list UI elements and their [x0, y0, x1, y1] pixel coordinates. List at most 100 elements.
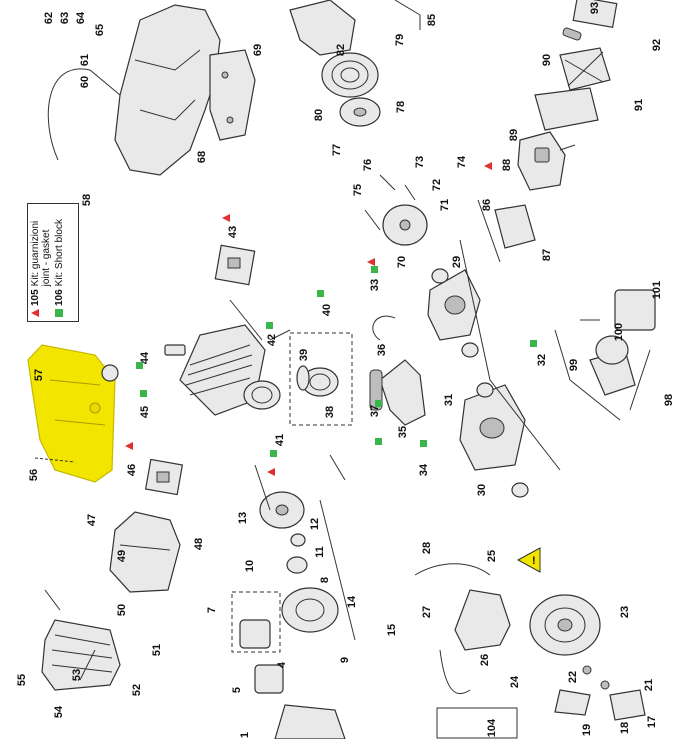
- part-number-38: 38: [324, 406, 336, 418]
- muffler-part: [109, 511, 181, 593]
- part-number-29: 29: [451, 256, 463, 268]
- part-number-45: 45: [139, 406, 151, 418]
- muffler-shield-part: [41, 619, 121, 691]
- part-number-63: 63: [59, 12, 71, 24]
- part-number-36: 36: [376, 344, 388, 356]
- intake-manifold-part: [477, 199, 536, 263]
- part-number-93: 93: [589, 2, 601, 14]
- gasket-part: [144, 244, 256, 496]
- part-number-40: 40: [321, 304, 333, 316]
- part-number-31: 31: [443, 394, 455, 406]
- kit-106-text: Kit: Short block: [54, 219, 65, 287]
- part-number-75: 75: [352, 184, 364, 196]
- drive-part: [231, 591, 346, 739]
- piston-group-part: [289, 332, 353, 426]
- short-block-square-icon: [55, 309, 63, 317]
- part-number-71: 71: [439, 199, 451, 211]
- part-104-box: [436, 707, 518, 739]
- part-number-12: 12: [309, 518, 321, 530]
- part-number-70: 70: [396, 256, 408, 268]
- leader-lines: [44, 209, 621, 681]
- recoil-starter-part: [289, 0, 421, 127]
- ignition-coil-part: [414, 563, 511, 695]
- part-number-72: 72: [431, 179, 443, 191]
- carburetor-part: [517, 131, 576, 191]
- part-number-57: 57: [33, 369, 45, 381]
- oil-tank-part: [580, 289, 656, 411]
- part-number-47: 47: [86, 514, 98, 526]
- part-number-61: 61: [79, 54, 91, 66]
- part-number-19: 19: [581, 724, 593, 736]
- part-number-17: 17: [646, 716, 658, 728]
- part-number-14: 14: [346, 595, 358, 608]
- part-number-26: 26: [479, 654, 491, 666]
- part-number-50: 50: [116, 604, 128, 616]
- part-number-86: 86: [481, 199, 493, 211]
- part-number-33: 33: [369, 279, 381, 291]
- kit-markers: [125, 162, 537, 476]
- part-number-35: 35: [397, 426, 409, 438]
- part-number-54: 54: [53, 705, 65, 718]
- part-number-91: 91: [633, 99, 645, 111]
- part-number-1: 1: [239, 732, 251, 738]
- part-number-92: 92: [651, 39, 663, 51]
- crankshaft-part: [369, 315, 426, 426]
- part-number-58: 58: [81, 194, 93, 206]
- part-number-80: 80: [313, 109, 325, 121]
- part-number-34: 34: [418, 463, 430, 476]
- part-number-46: 46: [126, 464, 138, 476]
- flywheel-part: [529, 594, 601, 656]
- kit-105-number: 105: [30, 289, 41, 306]
- part-number-41: 41: [274, 434, 286, 446]
- clutch-shoe-part: [554, 665, 646, 721]
- part-number-23: 23: [619, 606, 631, 618]
- part-number-28: 28: [421, 542, 433, 554]
- part-number-104: 104: [486, 718, 498, 737]
- part-number-89: 89: [508, 129, 520, 141]
- crankcase-part: [427, 268, 529, 498]
- part-number-73: 73: [414, 156, 426, 168]
- part-number-15: 15: [386, 624, 398, 636]
- part-number-51: 51: [151, 644, 163, 656]
- part-number-65: 65: [94, 24, 106, 36]
- part-number-4: 4: [276, 661, 288, 668]
- part-number-32: 32: [536, 354, 548, 366]
- air-filter-part: [534, 0, 618, 131]
- part-number-30: 30: [476, 484, 488, 496]
- part-number-64: 64: [75, 11, 87, 24]
- part-number-44: 44: [139, 351, 151, 364]
- part-number-98: 98: [663, 394, 675, 406]
- part-number-69: 69: [252, 44, 264, 56]
- spark-plug-part: [164, 344, 186, 356]
- part-number-25: 25: [486, 550, 498, 562]
- warning-triangle-icon: !: [516, 547, 541, 573]
- part-number-82: 82: [335, 44, 347, 56]
- part-number-56: 56: [28, 469, 40, 481]
- part-number-39: 39: [298, 349, 310, 361]
- part-number-90: 90: [541, 54, 553, 66]
- part-number-76: 76: [362, 159, 374, 171]
- part-number-62: 62: [43, 12, 55, 24]
- part-number-11: 11: [314, 546, 326, 558]
- part-number-100: 100: [613, 323, 625, 341]
- ignition-part: [379, 174, 428, 246]
- part-number-9: 9: [339, 657, 351, 663]
- part-number-37: 37: [369, 405, 381, 417]
- part-number-52: 52: [131, 684, 143, 696]
- part-number-88: 88: [501, 159, 513, 171]
- part-number-74: 74: [456, 155, 468, 168]
- clutch-part: [259, 491, 339, 633]
- part-number-24: 24: [509, 675, 521, 688]
- part-number-22: 22: [567, 671, 579, 683]
- part-number-68: 68: [196, 151, 208, 163]
- cylinder-part: [179, 324, 281, 416]
- fuel-tank-part: [47, 4, 221, 176]
- part-number-21: 21: [643, 679, 655, 691]
- part-number-99: 99: [568, 359, 580, 371]
- grommet-part: [101, 364, 119, 382]
- part-number-18: 18: [619, 722, 631, 734]
- part-number-55: 55: [16, 674, 28, 686]
